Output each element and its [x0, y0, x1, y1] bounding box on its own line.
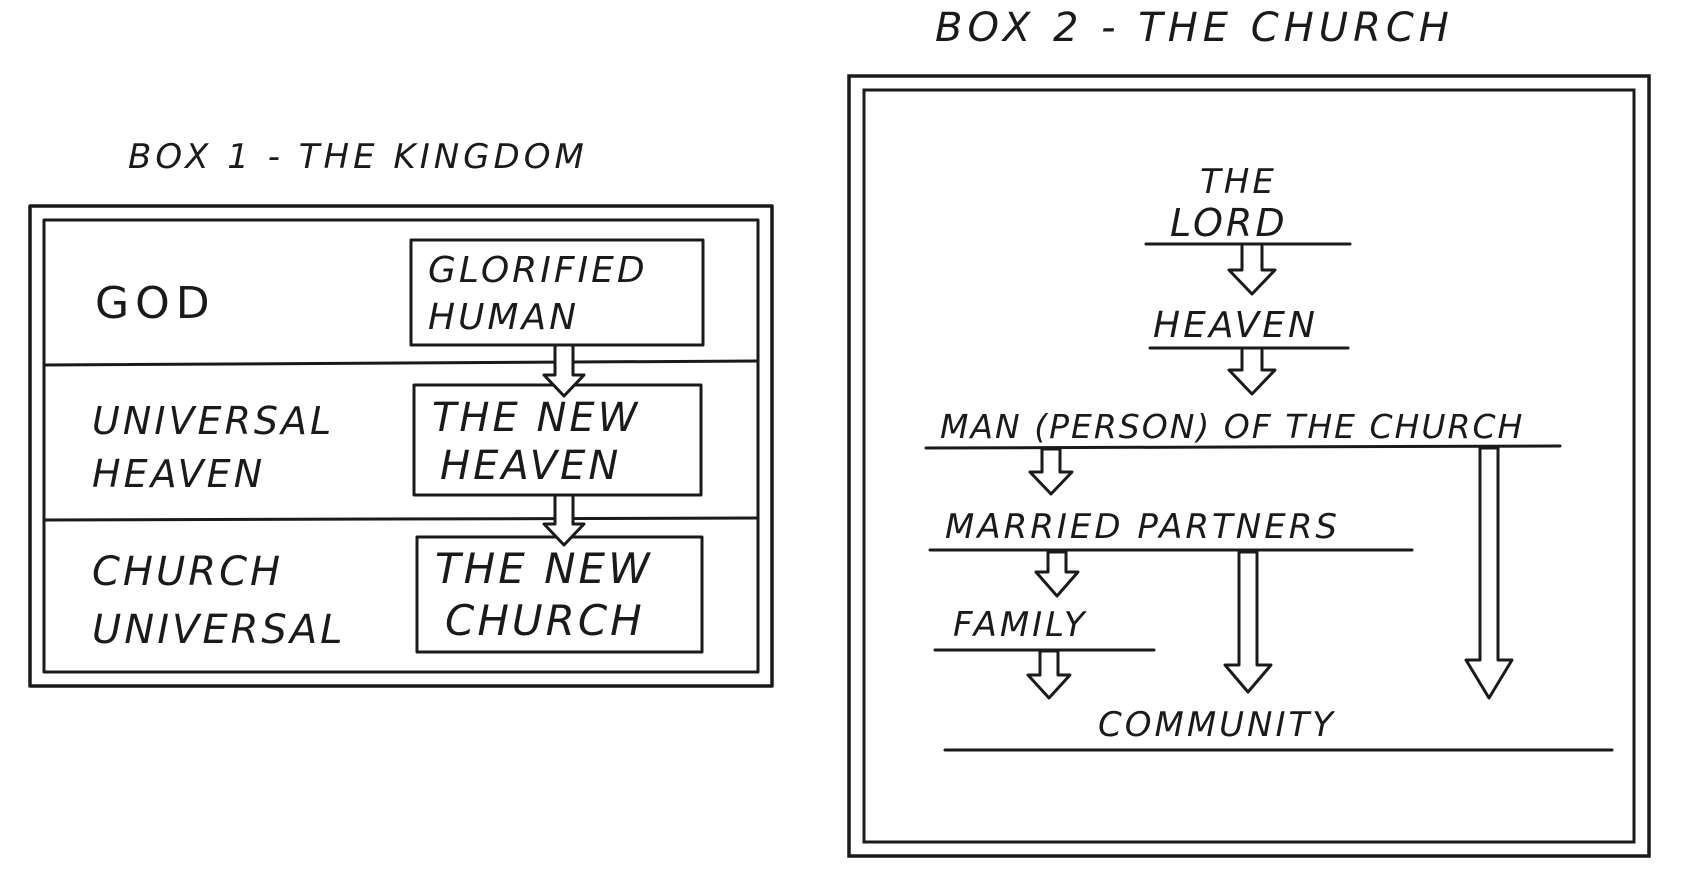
arrow-down-icon	[1227, 242, 1277, 296]
man-underline	[924, 444, 1562, 450]
box1-row-divider	[42, 359, 760, 367]
arrow-down-icon	[1026, 649, 1072, 700]
glorified-human-line1: GLORIFIED	[428, 250, 648, 291]
kingdom-universal-heaven-line1: UNIVERSAL	[92, 399, 335, 443]
arrow-down-icon	[1223, 550, 1273, 694]
kingdom-god-label: GOD	[95, 278, 216, 329]
kingdom-universal-heaven-line2: HEAVEN	[92, 452, 266, 496]
arrow-down-icon	[1464, 446, 1514, 700]
church-community-label: COMMUNITY	[1098, 705, 1337, 745]
box1-row-divider	[42, 516, 760, 522]
box1-title: BOX 1 - THE KINGDOM	[128, 137, 588, 177]
arrow-down-icon	[542, 343, 586, 398]
arrow-down-icon	[1227, 346, 1277, 396]
box2-frame	[847, 74, 1651, 858]
arrow-down-icon	[1034, 550, 1080, 598]
arrow-down-icon	[1028, 447, 1074, 496]
box1-frame	[28, 204, 774, 688]
glorified-human-line2: HUMAN	[428, 297, 580, 338]
church-heaven-label: HEAVEN	[1153, 305, 1318, 346]
church-married-partners-label: MARRIED PARTNERS	[945, 507, 1340, 547]
new-heaven-line2: HEAVEN	[440, 443, 622, 489]
new-church-line2: CHURCH	[445, 596, 645, 645]
church-man-label: MAN (PERSON) OF THE CHURCH	[940, 407, 1525, 446]
church-family-label: FAMILY	[953, 605, 1088, 645]
arrow-down-icon	[542, 493, 586, 547]
kingdom-church-universal-line1: CHURCH	[92, 549, 284, 595]
church-lord-label: LORD	[1170, 201, 1288, 245]
church-the-label: THE	[1200, 162, 1277, 202]
new-church-line1: THE NEW	[435, 544, 653, 593]
kingdom-church-universal-line2: UNIVERSAL	[92, 607, 346, 653]
box2-title: BOX 2 - THE CHURCH	[935, 5, 1454, 51]
new-heaven-line1: THE NEW	[432, 395, 641, 441]
